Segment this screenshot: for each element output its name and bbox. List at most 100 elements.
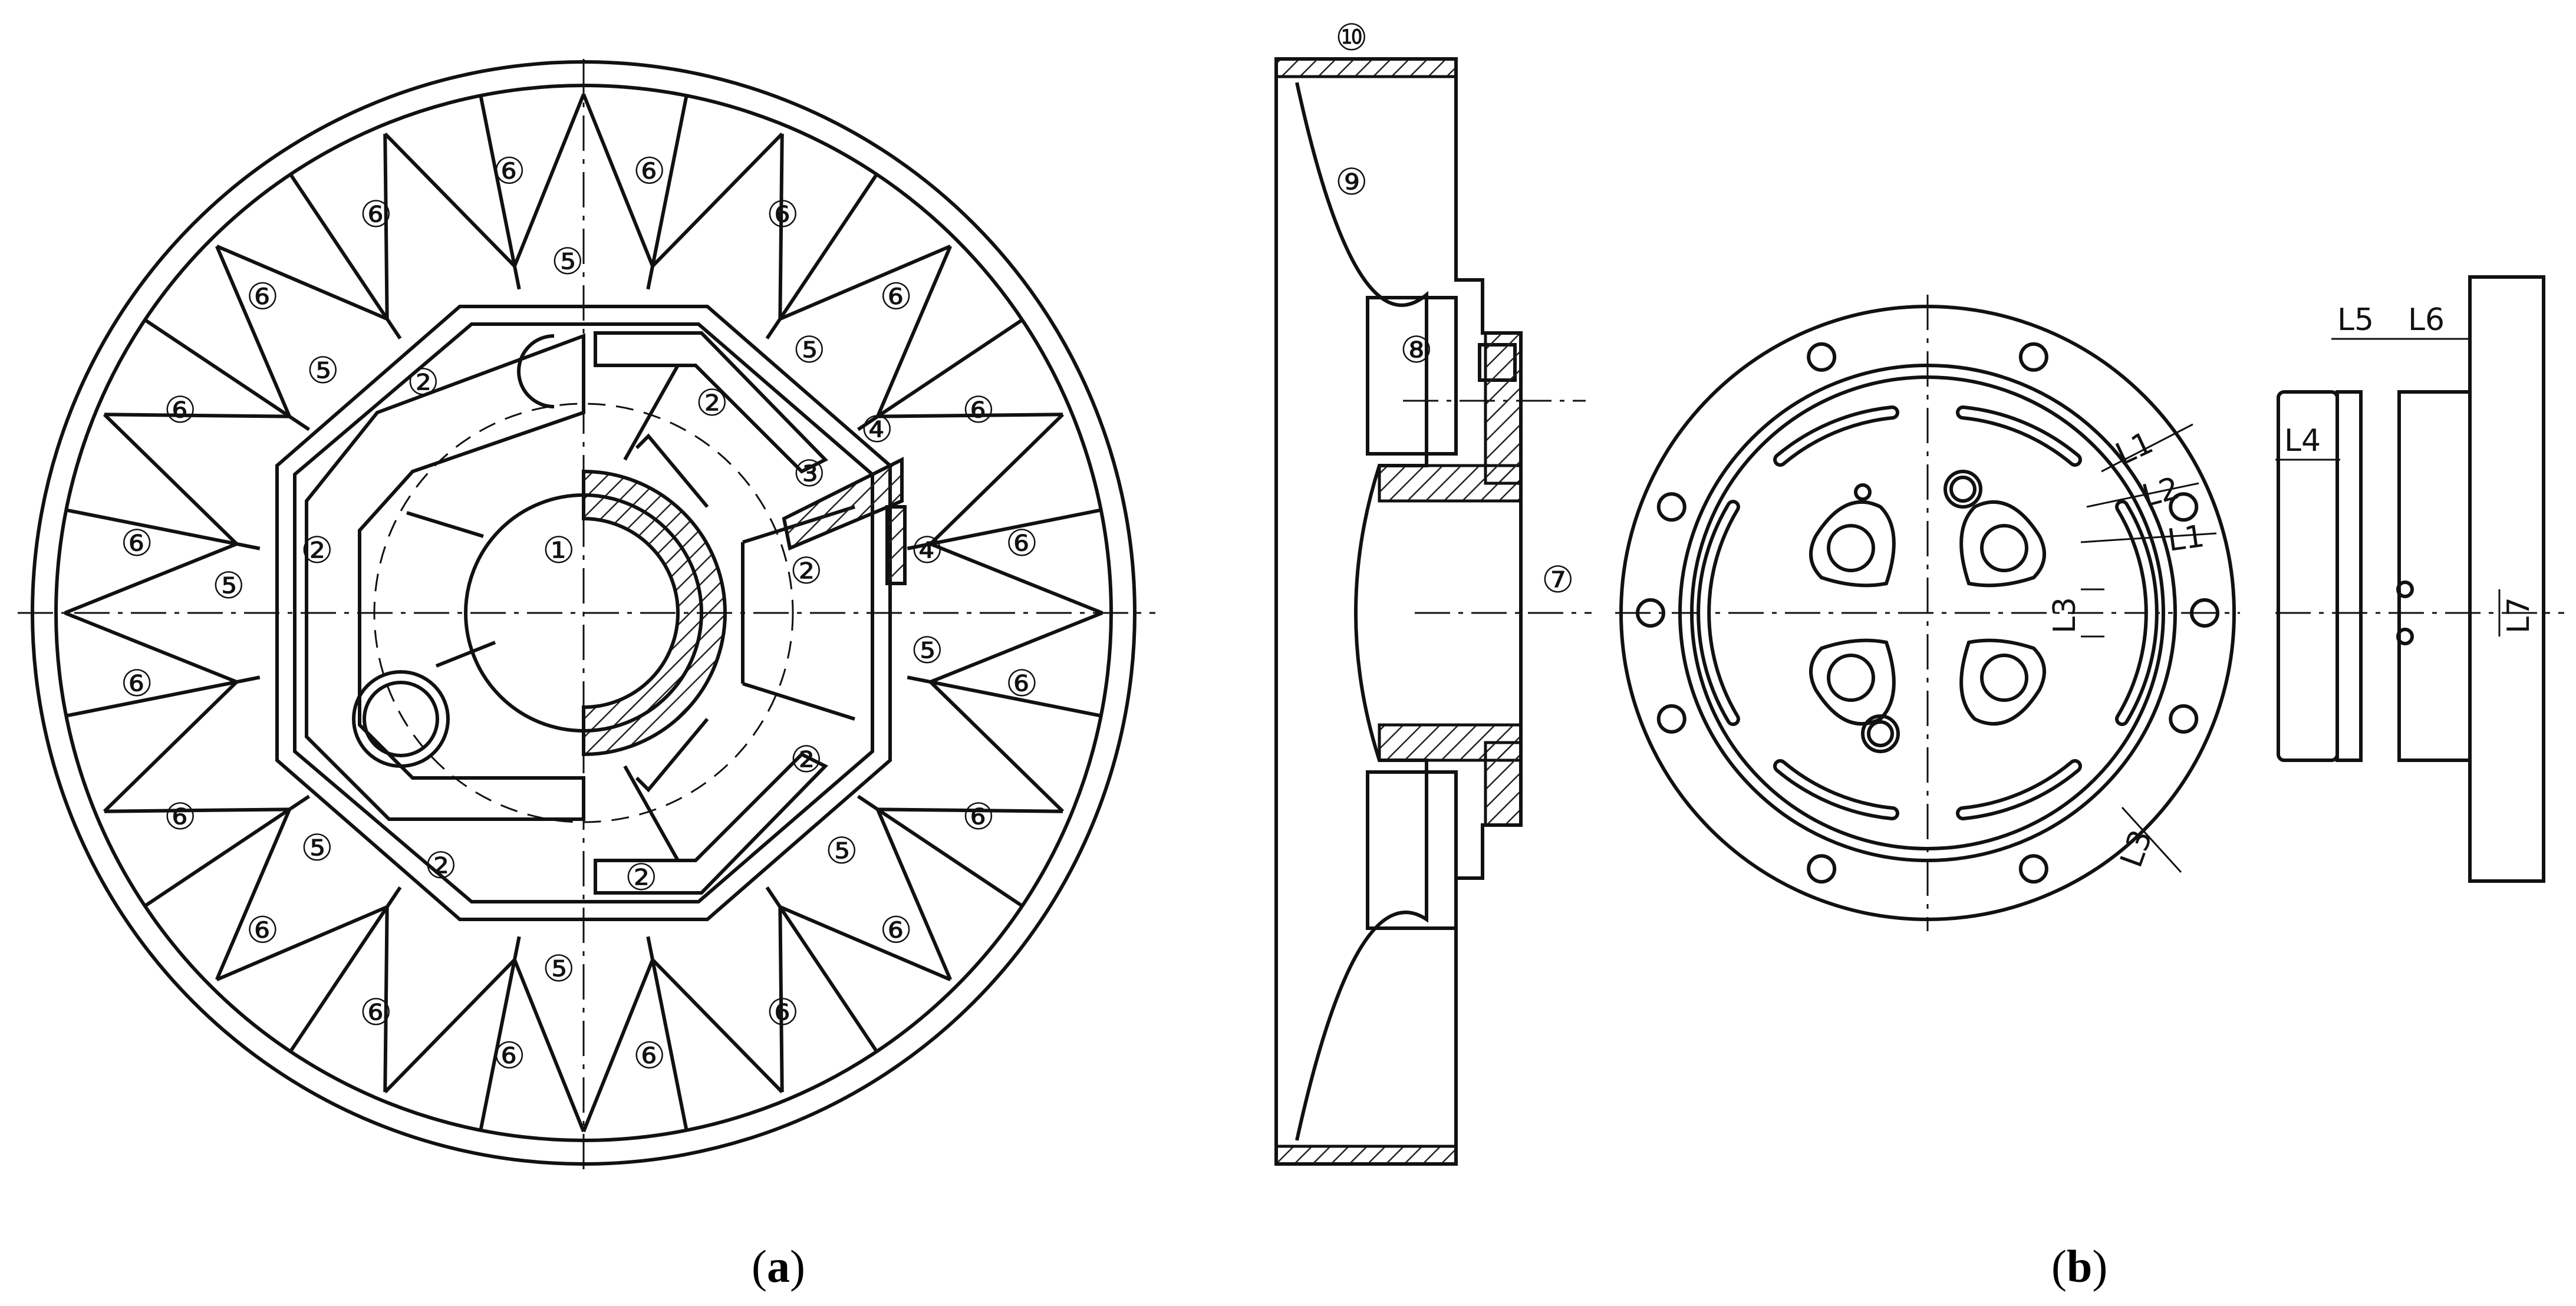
- rib-diagonal: [651, 132, 783, 268]
- rib-diagonal: [779, 905, 951, 982]
- cam-lobes: [1809, 470, 2046, 753]
- bolt-hole: [2190, 598, 2219, 628]
- callout-5: ⑤: [551, 240, 584, 283]
- rib-spoke: [144, 318, 311, 431]
- section-view: [1274, 57, 1592, 1166]
- callout-6: ⑥: [633, 1034, 666, 1077]
- callout-9: ⑨: [1335, 160, 1368, 203]
- rib-spoke: [646, 936, 689, 1131]
- callout-2: ②: [790, 549, 823, 592]
- callout-6: ⑥: [962, 388, 995, 431]
- rib-diagonal: [582, 93, 654, 267]
- callout-labels: ① ② ② ② ② ② ② ② ③ ④ ④ ⑤ ⑤ ⑤ ⑤ ⑤ ⑤ ⑤ ⑤ ⑦ …: [212, 16, 1574, 990]
- bolt-hole: [2169, 704, 2199, 734]
- callout-6: ⑥: [493, 1034, 526, 1077]
- callout-6: ⑥: [360, 991, 393, 1034]
- rib-diagonal: [103, 413, 238, 546]
- callout-6: ⑥: [493, 149, 526, 192]
- dim-L4: L4: [2284, 423, 2321, 459]
- panel-captions: (a) (b): [752, 1241, 2107, 1292]
- callout-6: ⑥: [120, 662, 153, 705]
- bolt-hole: [1807, 854, 1837, 884]
- callout-6: ⑥: [633, 149, 666, 192]
- rib-diagonal: [383, 906, 389, 1093]
- octagon-frame: [275, 305, 892, 921]
- bolt-hole: [1636, 598, 1665, 628]
- rib-diagonal: [582, 959, 654, 1133]
- callout-4: ④: [861, 408, 894, 451]
- outer-rib-spokes: [64, 93, 1103, 1133]
- callout-6: ⑥: [1006, 662, 1039, 705]
- rib-diagonal: [383, 133, 389, 319]
- callout-5: ⑤: [911, 629, 944, 672]
- rib-diagonal: [877, 413, 1063, 418]
- bolt-hole: [1656, 492, 1686, 522]
- rib-spoke: [765, 886, 878, 1053]
- callout-3: ③: [793, 452, 826, 495]
- rib-diagonal: [104, 413, 290, 418]
- callout-2: ②: [301, 529, 334, 572]
- callout-5: ⑤: [542, 947, 575, 990]
- callout-6: ⑥: [962, 795, 995, 838]
- rib-diagonal: [779, 244, 951, 321]
- dim-L2: L2: [2139, 471, 2183, 515]
- callout-5: ⑤: [301, 826, 334, 869]
- rib-diagonal: [216, 244, 388, 321]
- rib-spoke: [479, 936, 521, 1131]
- rib-spoke: [144, 794, 311, 908]
- callout-10: ⑩: [1335, 16, 1368, 59]
- rib-spoke: [65, 675, 261, 718]
- rib-spoke: [907, 508, 1102, 550]
- callout-8: ⑧: [1400, 328, 1433, 371]
- callout-6: ⑥: [246, 275, 279, 318]
- callout-2: ②: [696, 381, 729, 424]
- rib-diagonal: [929, 680, 1065, 813]
- rib-diagonal: [651, 958, 783, 1094]
- panel-b-disc: [1615, 295, 2240, 931]
- caption-a: (a): [752, 1241, 805, 1292]
- callout-5: ⑤: [212, 564, 245, 607]
- dim-L5: L5: [2337, 302, 2374, 338]
- dim-L1-bottom: L1: [2165, 519, 2206, 559]
- callout-2: ②: [424, 844, 457, 887]
- rib-spoke: [907, 675, 1102, 718]
- callout-6: ⑥: [120, 522, 153, 565]
- callout-6: ⑥: [164, 388, 197, 431]
- rib-diagonal: [513, 959, 585, 1133]
- rib-diagonal: [876, 245, 953, 417]
- callout-5: ⑤: [825, 829, 858, 872]
- rib-spoke: [289, 886, 402, 1053]
- callout-7: ⑦: [1541, 558, 1574, 601]
- rib-diagonal: [64, 542, 238, 615]
- rib-diagonal: [104, 807, 290, 813]
- callout-5: ⑤: [793, 328, 826, 371]
- rib-diagonal: [64, 611, 238, 684]
- callout-4: ④: [911, 529, 944, 572]
- rib-diagonal: [930, 611, 1103, 684]
- rib-diagonal: [778, 906, 784, 1093]
- rib-spoke: [479, 95, 521, 290]
- bolt-hole: [1807, 342, 1837, 372]
- bolt-holes: [1636, 342, 2219, 884]
- dim-L1-top: L1: [2110, 425, 2159, 473]
- rib-spoke: [857, 318, 1023, 431]
- rib-spoke: [65, 508, 261, 550]
- callout-2: ②: [625, 856, 658, 899]
- rib-diagonal: [215, 245, 291, 417]
- front-view-disc: [18, 59, 1155, 1173]
- rib-diagonal: [103, 680, 238, 813]
- center-hub-bore: [464, 457, 907, 757]
- dim-L3-vertical: L3: [2047, 597, 2083, 634]
- callout-6: ⑥: [164, 795, 197, 838]
- rib-spoke: [289, 173, 402, 340]
- rib-diagonal: [215, 809, 291, 981]
- callout-6: ⑥: [879, 275, 913, 318]
- callout-2: ②: [790, 738, 823, 781]
- callout-5: ⑤: [307, 349, 340, 392]
- callout-1: ①: [542, 529, 575, 572]
- rib-diagonal: [930, 542, 1103, 615]
- rib-diagonal: [876, 809, 953, 981]
